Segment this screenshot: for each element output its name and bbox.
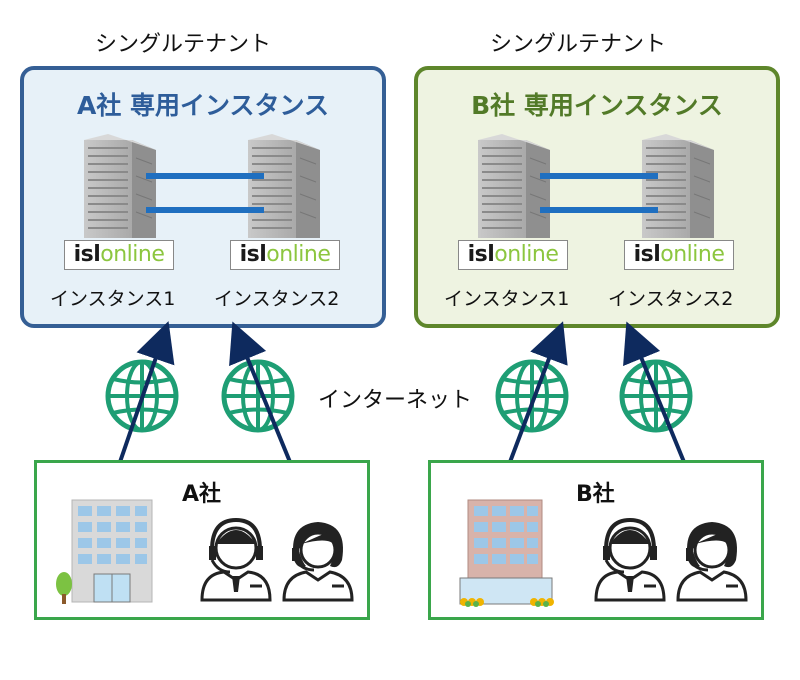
tenant-b-instance-box: B社 専用インスタンス [414,66,780,328]
arrow-a-to-instance-1 [118,321,175,463]
tenant-a-instance-2-logo: islonline [230,240,340,270]
tenant-b-instance-1-label: インスタンス1 [444,288,570,310]
tenant-a-header: シングルテナント [95,32,272,57]
tenant-b-instance-2-logo: islonline [624,240,734,270]
operator-female-b-icon [676,522,748,602]
arrow-a-to-instance-2 [229,321,292,463]
company-a-building-icon [56,499,153,604]
tenant-a-instance-1-logo: islonline [64,240,174,270]
operator-female-a-icon [282,522,354,602]
internet-label: インターネット [318,388,473,413]
tenant-b-box-title: B社 専用インスタンス [471,91,723,120]
tenant-b-instance-2-label: インスタンス2 [608,288,734,310]
tenant-a-box-title: A社 専用インスタンス [76,91,330,120]
arrow-b-to-instance-2 [623,321,686,463]
arrow-b-to-instance-1 [508,321,568,463]
company-b-building-icon [459,499,554,607]
tenant-b-header: シングルテナント [490,32,667,57]
operator-male-a-icon [200,517,272,602]
company-b-name: B社 [576,482,615,507]
tenant-a-instance-1-label: インスタンス1 [50,288,176,310]
tenant-b-instance-1-logo: islonline [458,240,568,270]
tenant-a-instance-box: A社 専用インスタンス [20,66,386,328]
tenant-a-instance-2-label: インスタンス2 [214,288,340,310]
operator-male-b-icon [594,517,666,602]
company-a-name: A社 [182,482,222,507]
